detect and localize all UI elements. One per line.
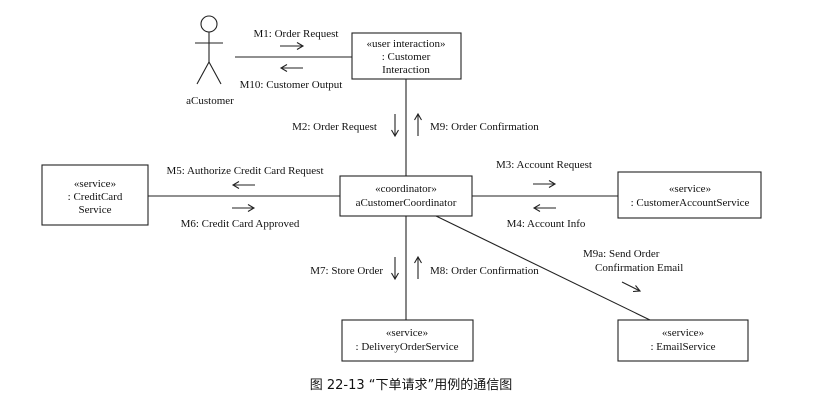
arrow-diagonal-icon <box>621 281 642 293</box>
message-m10-label: M10: Customer Output <box>240 79 343 91</box>
message-m2-label: M2: Order Request <box>292 121 377 133</box>
message-m1-label: M1: Order Request <box>254 28 339 40</box>
arrow-left-icon <box>231 181 255 189</box>
object-name: : DeliveryOrderService <box>356 341 459 353</box>
message-m9a-label-line1: M9a: Send Order <box>583 248 660 260</box>
object-customer-interaction: «user interaction» : Customer Interactio… <box>351 32 462 80</box>
stereotype-label: «service» <box>669 183 711 195</box>
message-m9a-label-line2: Confirmation Email <box>595 262 683 274</box>
arrow-down-icon <box>391 257 399 281</box>
arrow-right-icon <box>280 42 305 50</box>
object-coordinator: «coordinator» aCustomerCoordinator <box>339 175 473 217</box>
actor-left-leg <box>196 61 210 85</box>
arrow-left-icon <box>279 64 303 72</box>
arrow-left-icon <box>532 204 556 212</box>
object-name: aCustomerCoordinator <box>356 197 457 209</box>
object-delivery-order-service: «service» : DeliveryOrderService <box>341 319 474 362</box>
object-name-line2: Service <box>79 204 112 216</box>
object-name-line2: Interaction <box>382 64 430 76</box>
figure-caption: 图 22-13 “下单请求”用例的通信图 <box>310 377 513 393</box>
stereotype-label: «service» <box>662 327 704 339</box>
message-m6-label: M6: Credit Card Approved <box>181 218 300 230</box>
object-name-line1: : Customer <box>382 51 431 63</box>
object-name: : EmailService <box>650 341 715 353</box>
actor-name: aCustomer <box>186 95 234 107</box>
actor-head <box>200 15 218 33</box>
link-coordinator-email <box>435 215 651 321</box>
actor-figure <box>195 15 223 85</box>
stereotype-label: «user interaction» <box>366 38 445 50</box>
message-m7-label: M7: Store Order <box>310 265 383 277</box>
arrow-up-icon <box>414 112 422 136</box>
arrow-down-icon <box>391 114 399 138</box>
object-customer-account-service: «service» : CustomerAccountService <box>617 171 762 219</box>
object-name: : CustomerAccountService <box>631 197 750 209</box>
message-m5-label: M5: Authorize Credit Card Request <box>166 165 323 177</box>
arrow-right-icon <box>533 180 557 188</box>
arrow-right-icon <box>232 204 256 212</box>
message-m4-label: M4: Account Info <box>507 218 586 230</box>
object-credit-card-service: «service» : CreditCard Service <box>41 164 149 226</box>
message-m8-label: M8: Order Confirmation <box>430 265 539 277</box>
object-name-line1: : CreditCard <box>68 191 123 203</box>
object-email-service: «service» : EmailService <box>617 319 749 362</box>
actor-right-leg <box>208 61 222 85</box>
message-m9-label: M9: Order Confirmation <box>430 121 539 133</box>
stereotype-label: «coordinator» <box>375 183 437 195</box>
arrow-up-icon <box>414 255 422 279</box>
stereotype-label: «service» <box>74 178 116 190</box>
stereotype-label: «service» <box>386 327 428 339</box>
message-m3-label: M3: Account Request <box>496 159 592 171</box>
